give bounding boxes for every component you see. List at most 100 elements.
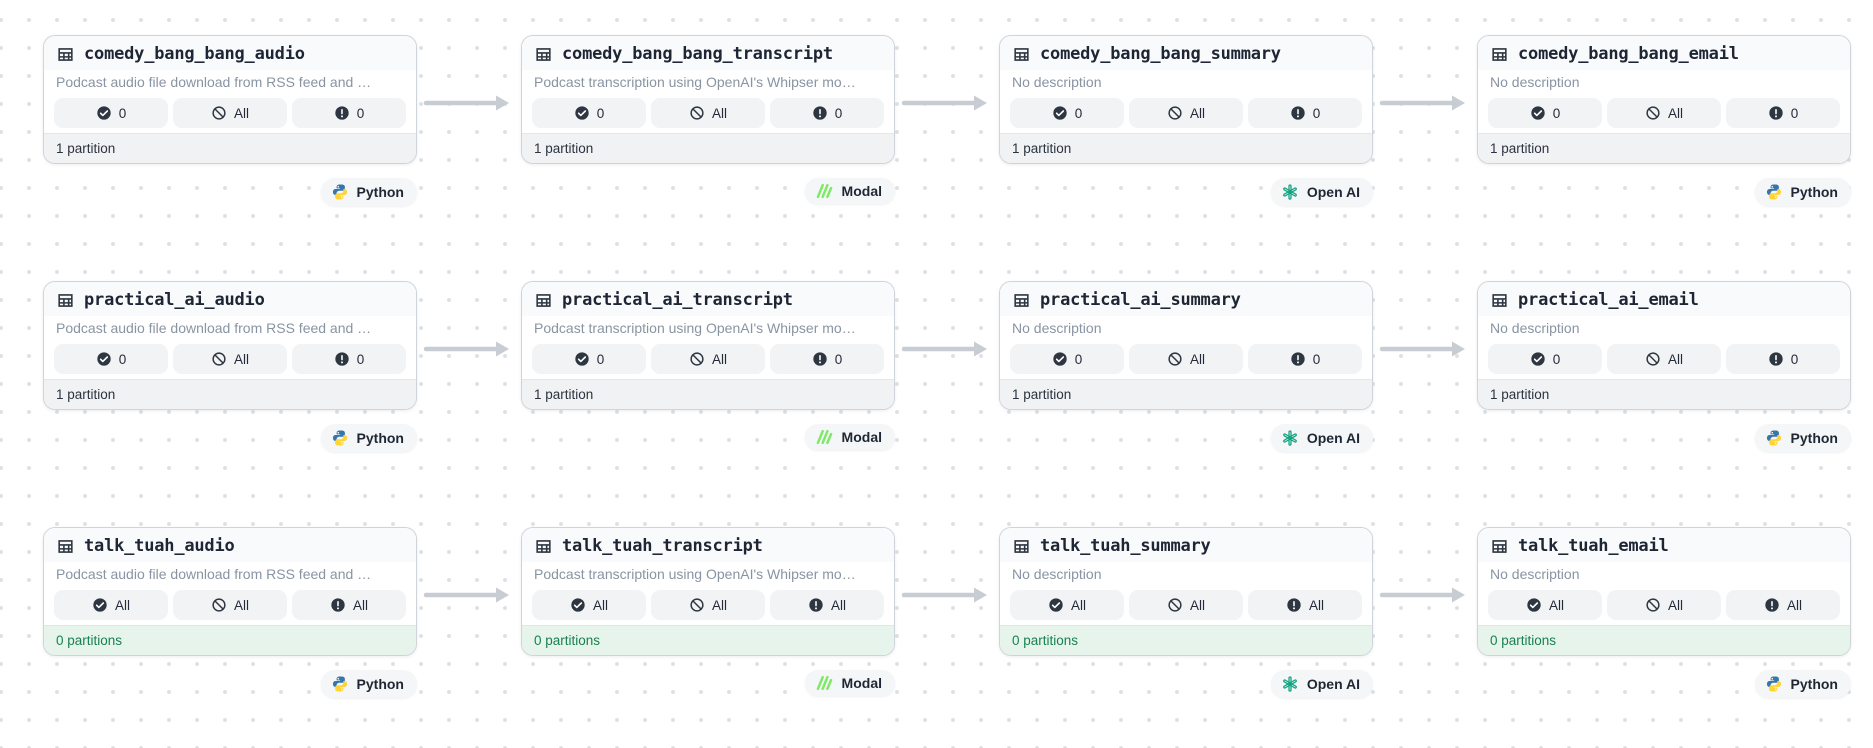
stat-value: 0 [1312, 351, 1321, 367]
asset-description: No description [1012, 74, 1102, 90]
lineage-edge-arrowhead [974, 341, 987, 357]
asset-card[interactable]: practical_ai_audio Podcast audio file do… [43, 281, 417, 410]
python-icon [331, 429, 349, 447]
failed-stat[interactable]: All [173, 98, 287, 128]
asset-name: talk_tuah_transcript [562, 536, 763, 556]
materialized-stat[interactable]: 0 [1010, 98, 1124, 128]
asset-name: practical_ai_transcript [562, 290, 793, 310]
materialized-stat[interactable]: 0 [532, 344, 646, 374]
partition-count: 1 partition [1000, 379, 1372, 409]
materialized-stat[interactable]: 0 [1010, 344, 1124, 374]
missing-stat[interactable]: 0 [770, 344, 884, 374]
asset-node: talk_tuah_audio Podcast audio file downl… [43, 527, 417, 698]
failed-stat[interactable]: All [1607, 344, 1721, 374]
compute-kind-tag[interactable]: Open AI [1270, 178, 1373, 206]
asset-card[interactable]: talk_tuah_audio Podcast audio file downl… [43, 527, 417, 656]
materialized-stat[interactable]: All [532, 590, 646, 620]
materialized-stat[interactable]: 0 [532, 98, 646, 128]
failed-stat[interactable]: All [651, 590, 765, 620]
failed-stat[interactable]: All [1129, 344, 1243, 374]
slash-circle-icon [1645, 597, 1661, 613]
compute-kind-tag[interactable]: Open AI [1270, 670, 1373, 698]
failed-stat[interactable]: All [1129, 98, 1243, 128]
materialized-stat[interactable]: All [1488, 590, 1602, 620]
compute-kind-tag[interactable]: Python [320, 424, 417, 452]
failed-stat[interactable]: All [1129, 590, 1243, 620]
failed-stat[interactable]: All [173, 590, 287, 620]
asset-card-header[interactable]: comedy_bang_bang_audio [44, 36, 416, 70]
asset-card[interactable]: comedy_bang_bang_audio Podcast audio fil… [43, 35, 417, 164]
materialized-stat[interactable]: 0 [1488, 98, 1602, 128]
missing-stat[interactable]: 0 [292, 344, 406, 374]
asset-card-header[interactable]: comedy_bang_bang_email [1478, 36, 1850, 70]
stat-value: 0 [1074, 351, 1083, 367]
materialized-stat[interactable]: 0 [54, 344, 168, 374]
missing-stat[interactable]: 0 [770, 98, 884, 128]
compute-kind-tag[interactable]: Python [320, 178, 417, 206]
asset-card-header[interactable]: comedy_bang_bang_transcript [522, 36, 894, 70]
asset-card[interactable]: comedy_bang_bang_transcript Podcast tran… [521, 35, 895, 164]
missing-stat[interactable]: All [1726, 590, 1840, 620]
missing-stat[interactable]: All [770, 590, 884, 620]
asset-card[interactable]: talk_tuah_email No description All All All… [1477, 527, 1851, 656]
asset-card-header[interactable]: comedy_bang_bang_summary [1000, 36, 1372, 70]
asset-card-header[interactable]: talk_tuah_audio [44, 528, 416, 562]
failed-stat[interactable]: All [651, 98, 765, 128]
stat-value: All [1667, 597, 1683, 613]
asset-card-header[interactable]: practical_ai_summary [1000, 282, 1372, 316]
asset-description: Podcast transcription using OpenAI's Whi… [534, 566, 856, 582]
asset-card-header[interactable]: talk_tuah_transcript [522, 528, 894, 562]
asset-description: No description [1012, 566, 1102, 582]
asset-card[interactable]: practical_ai_transcript Podcast transcri… [521, 281, 895, 410]
openai-icon [1281, 183, 1299, 201]
stat-value: All [711, 351, 727, 367]
compute-kind-tag[interactable]: Modal [804, 424, 895, 450]
stat-value: All [233, 597, 249, 613]
missing-stat[interactable]: 0 [1726, 344, 1840, 374]
materialized-stat[interactable]: 0 [1488, 344, 1602, 374]
alert-circle-icon [1768, 105, 1784, 121]
partition-count: 1 partition [44, 379, 416, 409]
asset-card-header[interactable]: practical_ai_email [1478, 282, 1850, 316]
alert-circle-icon [1764, 597, 1780, 613]
missing-stat[interactable]: 0 [292, 98, 406, 128]
asset-card[interactable]: talk_tuah_transcript Podcast transcripti… [521, 527, 895, 656]
compute-kind-tag[interactable]: Python [1754, 178, 1851, 206]
asset-name: comedy_bang_bang_email [1518, 44, 1739, 64]
failed-stat[interactable]: All [651, 344, 765, 374]
missing-stat[interactable]: All [292, 590, 406, 620]
materialized-stat[interactable]: All [1010, 590, 1124, 620]
compute-kind-tag[interactable]: Python [1754, 424, 1851, 452]
failed-stat[interactable]: All [1607, 98, 1721, 128]
missing-stat[interactable]: 0 [1248, 344, 1362, 374]
asset-card-header[interactable]: talk_tuah_email [1478, 528, 1850, 562]
compute-kind-tag[interactable]: Open AI [1270, 424, 1373, 452]
materialized-stat[interactable]: All [54, 590, 168, 620]
compute-kind-tag[interactable]: Python [320, 670, 417, 698]
asset-card-header[interactable]: practical_ai_audio [44, 282, 416, 316]
compute-kind-tag[interactable]: Modal [804, 670, 895, 696]
compute-kind-tag[interactable]: Python [1754, 670, 1851, 698]
failed-stat[interactable]: All [1607, 590, 1721, 620]
compute-kind-label: Modal [841, 429, 882, 445]
asset-card-header[interactable]: talk_tuah_summary [1000, 528, 1372, 562]
missing-stat[interactable]: 0 [1248, 98, 1362, 128]
asset-node: talk_tuah_transcript Podcast transcripti… [521, 527, 895, 696]
asset-description: No description [1490, 566, 1580, 582]
slash-circle-icon [211, 105, 227, 121]
materialized-stat[interactable]: 0 [54, 98, 168, 128]
missing-stat[interactable]: 0 [1726, 98, 1840, 128]
compute-kind-tag[interactable]: Modal [804, 178, 895, 204]
failed-stat[interactable]: All [173, 344, 287, 374]
missing-stat[interactable]: All [1248, 590, 1362, 620]
asset-card[interactable]: comedy_bang_bang_summary No description … [999, 35, 1373, 164]
partition-count: 0 partitions [1000, 625, 1372, 655]
asset-card-header[interactable]: practical_ai_transcript [522, 282, 894, 316]
